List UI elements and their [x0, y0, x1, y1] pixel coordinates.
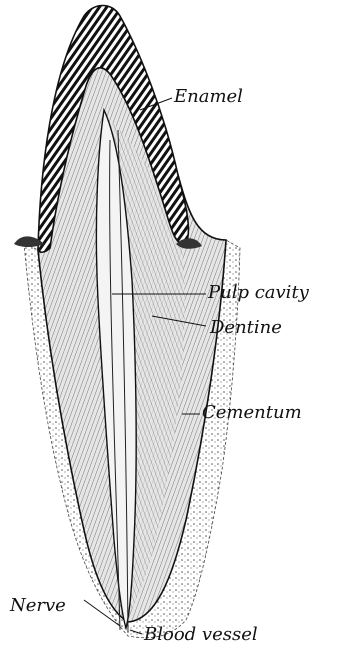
label-dentine: Dentine	[209, 317, 282, 338]
label-enamel: Enamel	[173, 86, 243, 107]
label-pulp-cavity: Pulp cavity	[207, 282, 310, 303]
label-blood-vessel: Blood vessel	[143, 624, 258, 645]
label-nerve: Nerve	[9, 595, 66, 616]
label-cementum: Cementum	[202, 402, 302, 423]
